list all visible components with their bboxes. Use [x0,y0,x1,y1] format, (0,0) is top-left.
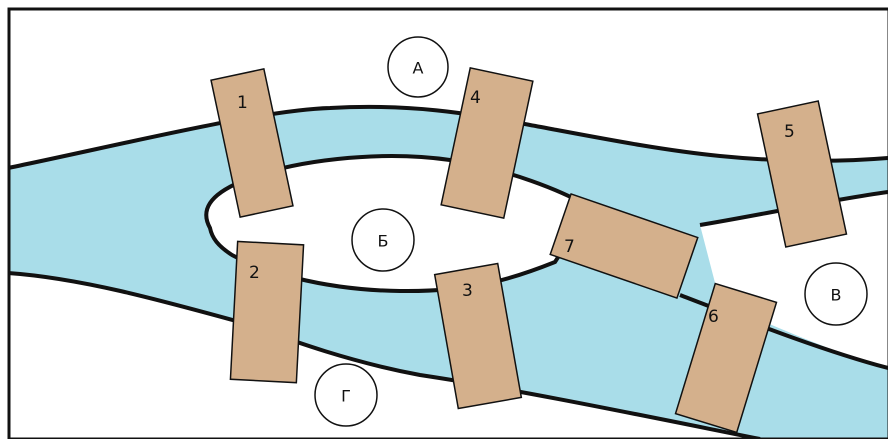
bridge-2-label: 2 [249,263,260,283]
bridge-1 [210,68,294,218]
region-g-circle [314,363,378,427]
inner-bank-v-lower [679,293,888,370]
bridge-7 [549,192,699,300]
bridge-1-label: 1 [237,93,248,113]
bridge-5 [756,100,848,248]
bridge-6 [674,282,778,434]
region-v-circle [804,262,868,326]
bridge-4-deck [440,66,534,220]
bridge-2 [229,240,305,384]
bridge-2-deck [229,240,305,384]
frame [7,7,888,439]
bridge-3-label: 3 [462,281,473,301]
bridge-5-label: 5 [784,122,795,142]
bridge-4-label: 4 [470,88,481,108]
bridge-4 [440,66,534,220]
bridge-6-deck [674,282,778,434]
region-g-label: Г [341,387,351,406]
bridge-1-deck [210,68,294,218]
south-bank [7,271,761,439]
region-a-circle [387,36,449,98]
region-a-label: А [413,59,424,78]
bridge-7-deck [549,192,699,300]
bridge-6-label: 6 [708,307,719,327]
bridge-5-deck [756,100,848,248]
bridge-7-label: 7 [564,237,575,257]
region-b-circle [351,208,415,272]
bridge-3-deck [433,262,523,410]
region-v-label: В [831,286,842,305]
bridge-3 [433,262,523,410]
region-b-label: Б [378,232,389,251]
